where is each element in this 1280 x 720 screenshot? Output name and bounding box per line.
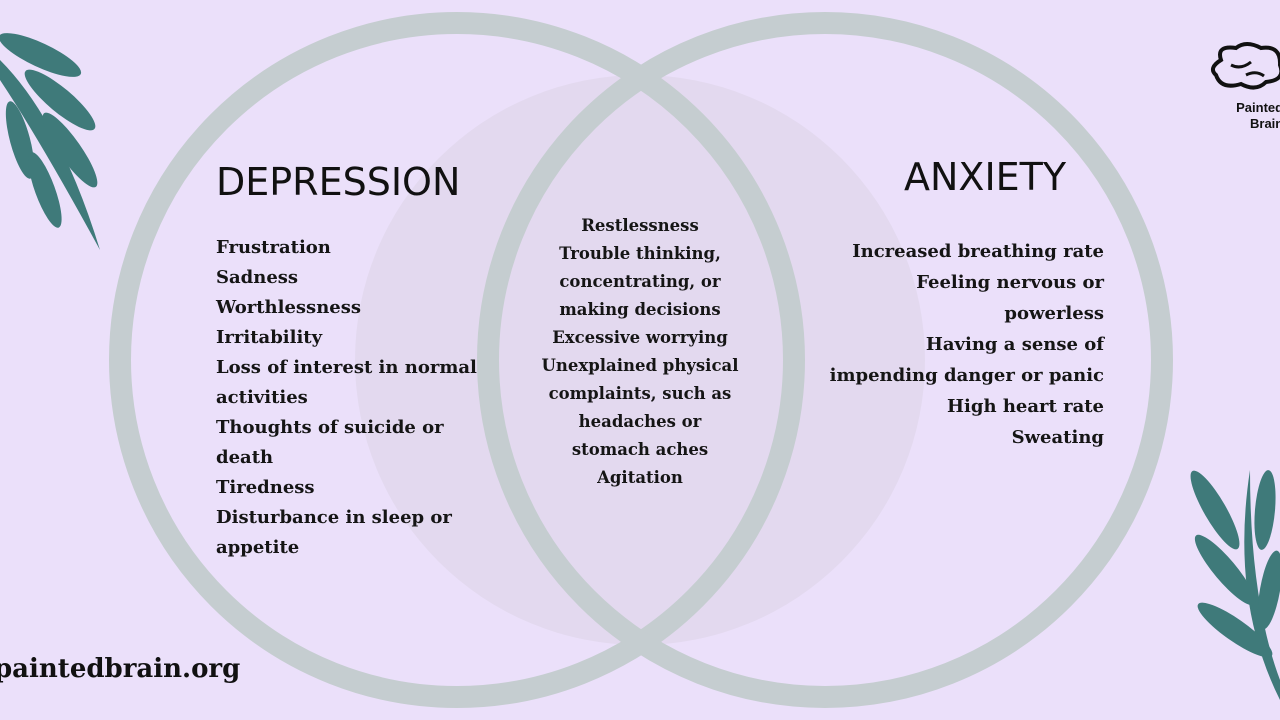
list-item: impending danger or panic [829, 365, 1104, 386]
depression-circle [109, 12, 805, 708]
list-item: Restlessness [581, 216, 699, 235]
list-item: death [216, 447, 274, 468]
list-item: appetite [216, 537, 300, 558]
list-item: Tiredness [216, 477, 315, 498]
list-item: Disturbance in sleep or [216, 507, 452, 528]
leaf-icon [0, 33, 100, 250]
leaf-icon [1190, 470, 1280, 700]
list-item: stomach aches [571, 440, 709, 459]
list-item: Thoughts of suicide or [216, 417, 444, 438]
list-item: Agitation [597, 468, 683, 487]
list-item: High heart rate [947, 396, 1104, 417]
list-item: Excessive worrying [552, 328, 728, 347]
list-item: Sweating [1011, 427, 1104, 448]
list-item: complaints, such as [548, 384, 732, 403]
logo-line1: Painted [1236, 100, 1280, 115]
list-item: Having a sense of [925, 334, 1104, 355]
list-item: headaches or [578, 412, 702, 431]
list-item: activities [216, 387, 308, 408]
brain-logo-icon [1210, 42, 1280, 90]
list-item: Frustration [216, 237, 331, 258]
website-link[interactable]: paintedbrain.org [0, 654, 241, 684]
anxiety-symptoms: Increased breathing rate Feeling nervous… [830, 236, 1104, 453]
depression-title: DEPRESSION [216, 160, 461, 204]
list-item: Increased breathing rate [852, 241, 1104, 262]
list-item: Trouble thinking, [559, 244, 721, 263]
list-item: Irritability [216, 327, 323, 348]
list-item: Loss of interest in normal [216, 357, 477, 378]
overlap-symptoms: Restlessness Trouble thinking, concentra… [520, 212, 760, 492]
logo-text: Painted Brain [1236, 100, 1280, 132]
list-item: Sadness [216, 267, 299, 288]
list-item: Unexplained physical [541, 356, 739, 375]
anxiety-circle [477, 12, 1173, 708]
anxiety-title: ANXIETY [904, 155, 1067, 199]
list-item: powerless [1004, 303, 1104, 324]
logo-line2: Brain [1250, 116, 1280, 131]
overlap-shade [355, 75, 925, 645]
list-item: Worthlessness [216, 297, 362, 318]
list-item: concentrating, or [559, 272, 721, 291]
list-item: making decisions [559, 300, 721, 319]
depression-symptoms: Frustration Sadness Worthlessness Irrita… [216, 233, 477, 563]
list-item: Feeling nervous or [916, 272, 1104, 293]
